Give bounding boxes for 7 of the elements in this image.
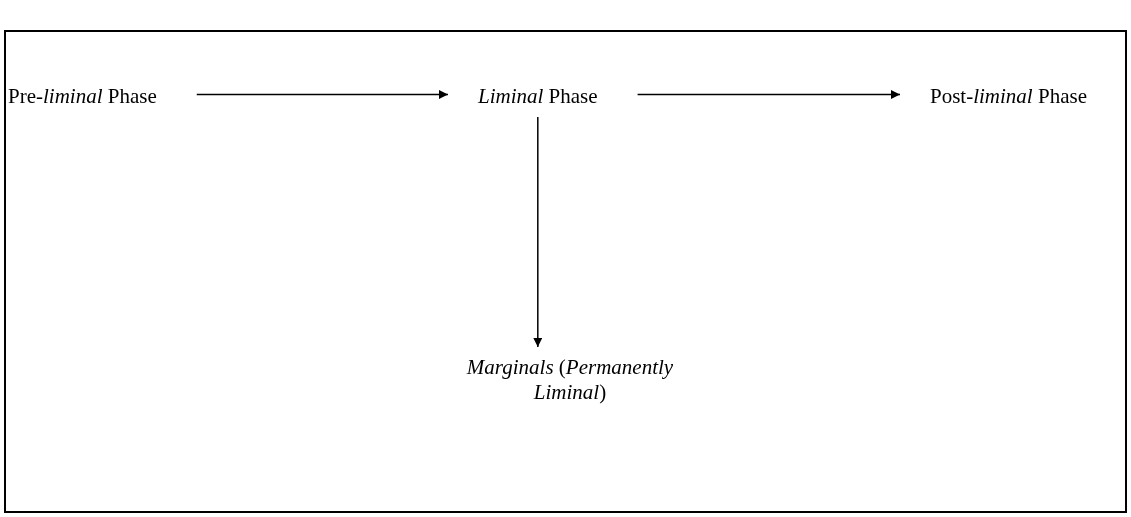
arrow	[196, 90, 449, 99]
arrow	[533, 116, 543, 348]
phase-label: Marginals (Permanently Liminal)	[460, 355, 680, 405]
phase-label: Post-liminal Phase	[930, 84, 1087, 109]
arrow	[636, 90, 901, 99]
phase-label: Pre-liminal Phase	[8, 84, 157, 109]
phase-label: Liminal Phase	[478, 84, 598, 109]
